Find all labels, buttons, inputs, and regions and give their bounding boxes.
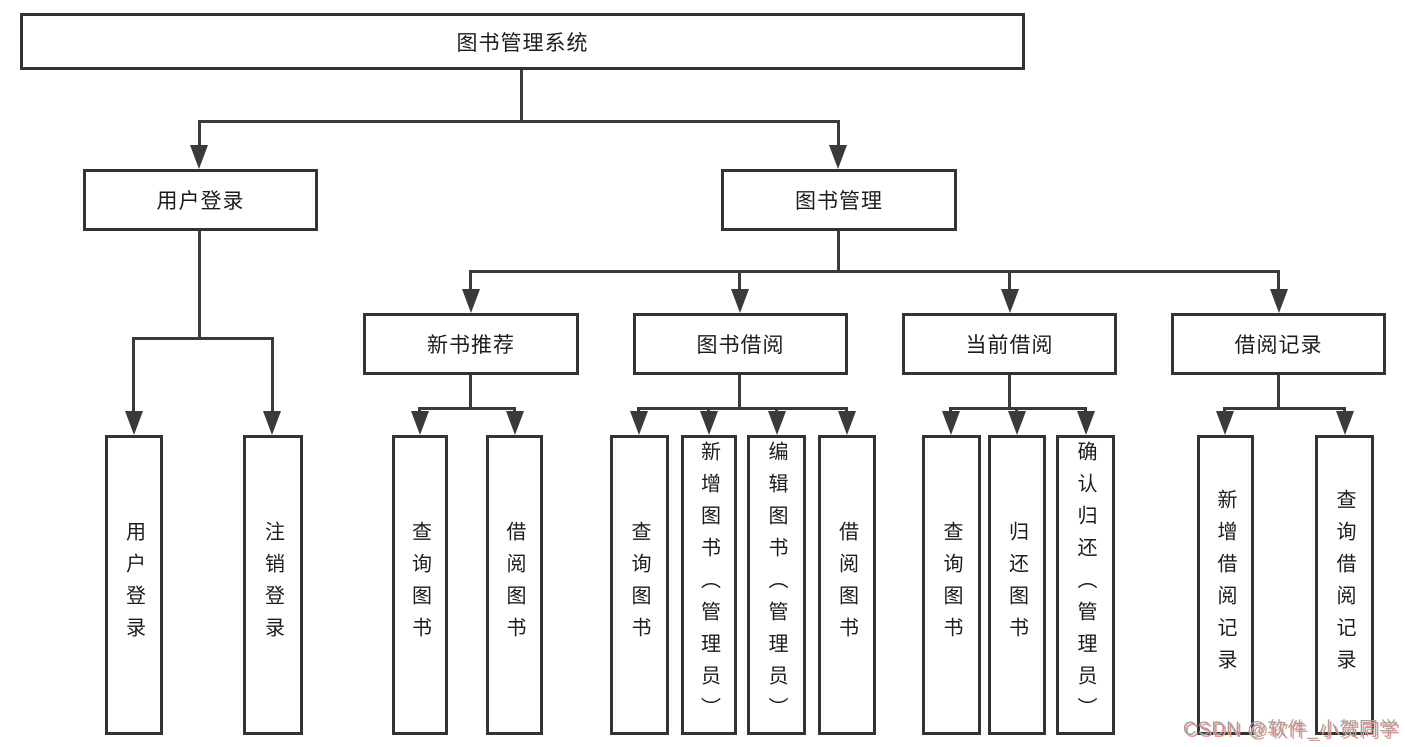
- leaf-add-borrow-record: 新增借阅记录: [1197, 435, 1254, 735]
- node-current-borrowing: 当前借阅: [902, 313, 1117, 375]
- leaf-query-borrow-record: 查询借阅记录: [1315, 435, 1374, 735]
- arrowhead-down-icon: [829, 145, 847, 169]
- leaf-borrow-books: 借阅图书: [818, 435, 876, 735]
- arrowhead-down-icon: [700, 411, 718, 435]
- arrowhead-down-icon: [462, 289, 480, 313]
- node-book-borrowing: 图书借阅: [633, 313, 848, 375]
- arrowhead-down-icon: [1008, 411, 1026, 435]
- leaf-edit-books-admin: 编辑图书（管理员）: [747, 435, 806, 735]
- node-label: 图书管理: [795, 190, 883, 213]
- connector-bookmgmt-arm: [738, 270, 741, 292]
- node-library-management-system: 图书管理系统: [20, 13, 1025, 70]
- arrowhead-down-icon: [1077, 411, 1095, 435]
- leaf-label: 用户登录: [122, 521, 145, 649]
- arrowhead-down-icon: [1001, 289, 1019, 313]
- leaf-label: 借阅图书: [835, 521, 858, 649]
- connector-recommend-stem: [469, 375, 472, 410]
- leaf-return-books: 归还图书: [988, 435, 1046, 735]
- connector-borrow-stem: [738, 375, 741, 410]
- arrowhead-down-icon: [838, 411, 856, 435]
- node-label: 新书推荐: [427, 334, 515, 357]
- connector-borrow-crossbar: [637, 407, 848, 410]
- leaf-label: 借阅图书: [503, 521, 525, 649]
- arrowhead-down-icon: [630, 411, 648, 435]
- leaf-label: 归还图书: [1005, 521, 1028, 649]
- leaf-label: 查询图书: [408, 521, 431, 649]
- arrowhead-down-icon: [942, 411, 960, 435]
- leaf-query-books-recommend: 查询图书: [392, 435, 448, 735]
- connector-root-arm: [837, 120, 840, 148]
- connector-bookmgmt-arm: [1008, 270, 1011, 292]
- connector-bookmgmt-stem: [837, 231, 840, 273]
- leaf-logout: 注销登录: [243, 435, 303, 735]
- connector-root-crossbar: [198, 120, 840, 123]
- arrowhead-down-icon: [731, 289, 749, 313]
- leaf-add-books-admin: 新增图书（管理员）: [681, 435, 737, 735]
- leaf-query-books-borrow: 查询图书: [610, 435, 669, 735]
- leaf-label: 查询图书: [628, 521, 650, 649]
- leaf-query-books-current: 查询图书: [922, 435, 981, 735]
- leaf-borrow-books-recommend: 借阅图书: [486, 435, 543, 735]
- csdn-watermark: CSDN @软件_小贺同学: [1183, 719, 1399, 740]
- connector-bookmgmt-crossbar: [469, 270, 1280, 273]
- connector-userlogin-stem: [198, 231, 201, 340]
- arrowhead-down-icon: [1336, 411, 1354, 435]
- leaf-label: 查询图书: [940, 521, 962, 649]
- arrowhead-down-icon: [263, 411, 281, 435]
- leaf-label: 查询借阅记录: [1333, 489, 1355, 681]
- node-label: 借阅记录: [1234, 334, 1323, 357]
- arrowhead-down-icon: [411, 411, 429, 435]
- connector-userlogin-arm: [132, 337, 135, 415]
- leaf-label: 确认归还（管理员）: [1074, 441, 1096, 729]
- arrowhead-down-icon: [1270, 289, 1288, 313]
- connector-userlogin-crossbar: [132, 337, 274, 340]
- node-user-login: 用户登录: [83, 169, 318, 231]
- connector-root-arm: [198, 120, 201, 148]
- leaf-confirm-return-admin: 确认归还（管理员）: [1056, 435, 1115, 735]
- node-label: 用户登录: [156, 190, 245, 213]
- connector-recommend-crossbar: [418, 407, 516, 410]
- connector-current-crossbar: [949, 407, 1087, 410]
- leaf-label: 注销登录: [261, 521, 284, 649]
- connector-root-stem: [520, 70, 523, 120]
- connector-userlogin-arm: [271, 337, 274, 415]
- node-label: 图书管理系统: [456, 31, 589, 55]
- arrowhead-down-icon: [1216, 411, 1234, 435]
- node-label: 图书借阅: [696, 334, 785, 357]
- leaf-label: 新增借阅记录: [1214, 489, 1236, 681]
- node-new-book-recommendation: 新书推荐: [363, 313, 579, 375]
- arrowhead-down-icon: [768, 411, 786, 435]
- node-book-management: 图书管理: [721, 169, 957, 231]
- node-label: 当前借阅: [965, 334, 1054, 357]
- arrowhead-down-icon: [190, 145, 208, 169]
- node-borrowing-records: 借阅记录: [1171, 313, 1386, 375]
- connector-current-stem: [1008, 375, 1011, 410]
- arrowhead-down-icon: [506, 411, 524, 435]
- leaf-label: 新增图书（管理员）: [697, 441, 720, 729]
- leaf-user-login: 用户登录: [105, 435, 163, 735]
- connector-records-stem: [1277, 375, 1280, 410]
- arrowhead-down-icon: [125, 411, 143, 435]
- connector-bookmgmt-arm: [1277, 270, 1280, 292]
- connector-bookmgmt-arm: [469, 270, 472, 292]
- leaf-label: 编辑图书（管理员）: [765, 441, 787, 729]
- connector-records-crossbar: [1223, 407, 1346, 410]
